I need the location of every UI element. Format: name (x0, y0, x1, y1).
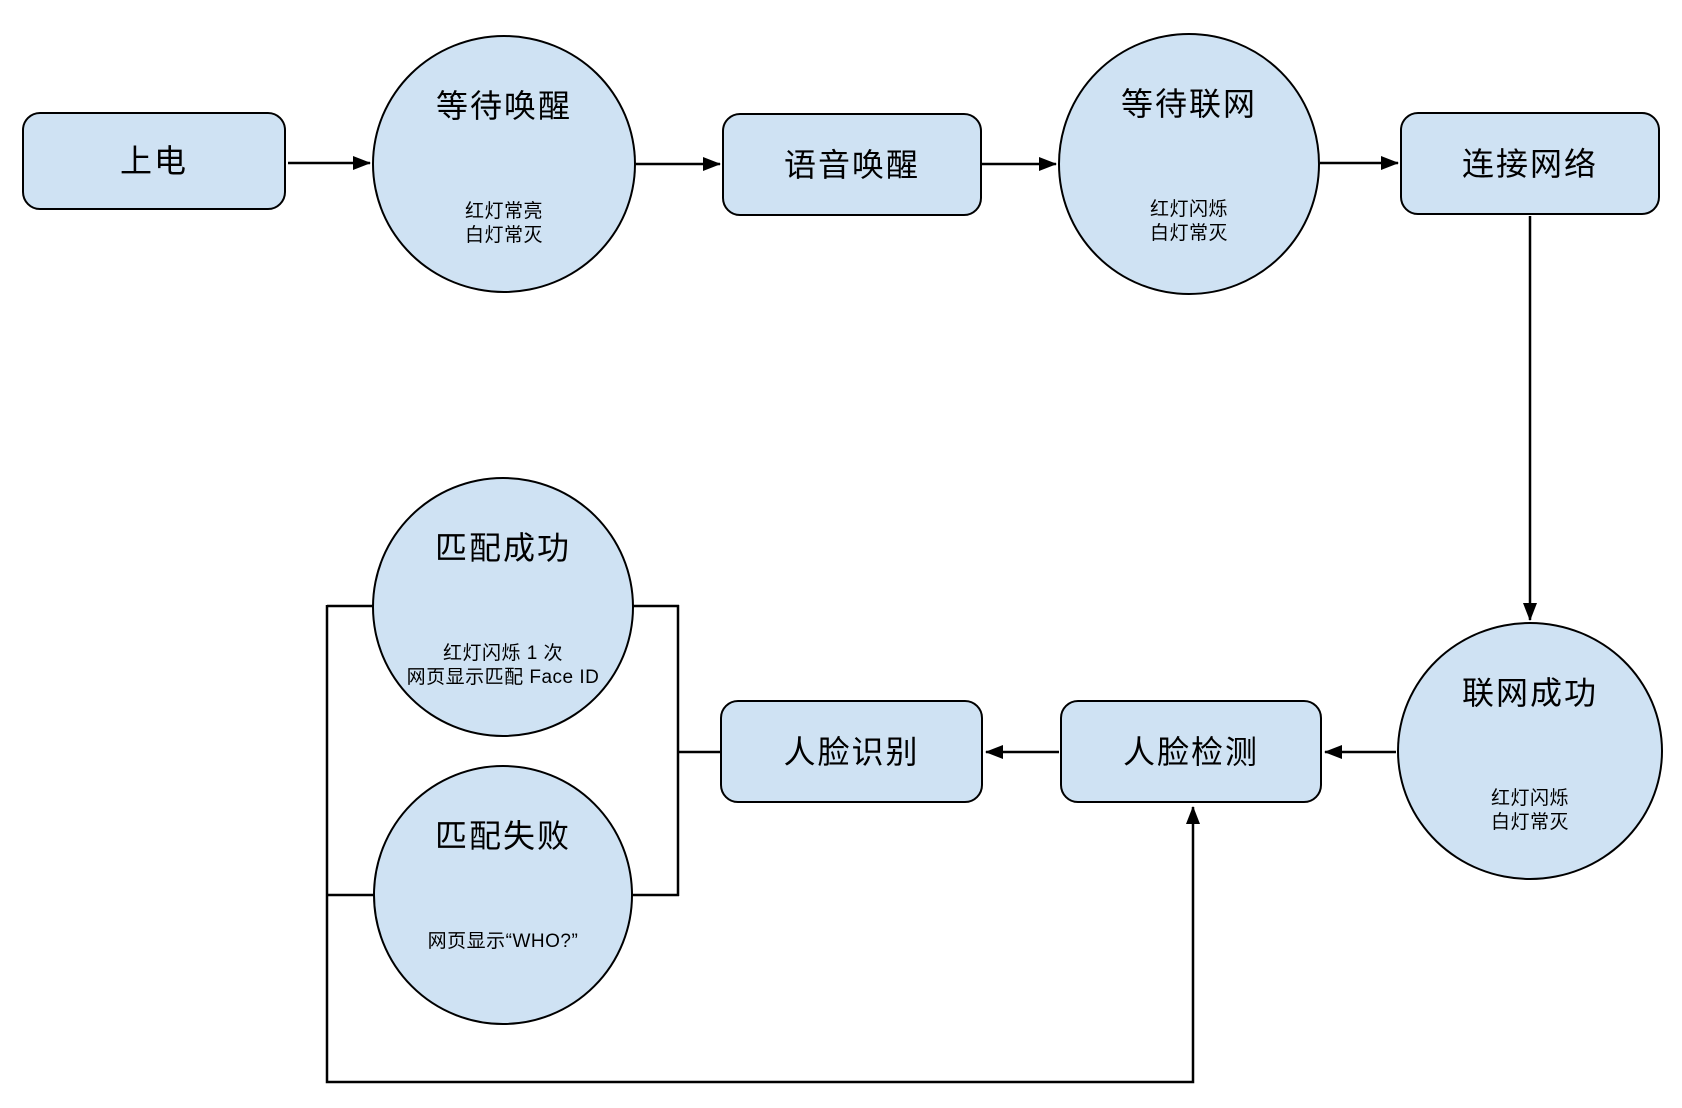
node-face-recognize: 人脸识别 (720, 700, 983, 803)
node-wait-network: 等待联网 红灯闪烁 白灯常灭 (1058, 33, 1320, 295)
node-match-success: 匹配成功 红灯闪烁 1 次 网页显示匹配 Face ID (372, 477, 634, 737)
node-power-on: 上电 (22, 112, 286, 210)
node-face-recognize-label: 人脸识别 (783, 733, 920, 770)
node-wait-wake: 等待唤醒 红灯常亮 白灯常灭 (372, 35, 636, 293)
node-wait-wake-sublabel: 红灯常亮 白灯常灭 (464, 201, 543, 246)
node-connect-network-label: 连接网络 (1461, 145, 1598, 182)
node-wait-network-sublabel: 红灯闪烁 白灯常灭 (1149, 199, 1228, 244)
node-face-detect-label: 人脸检测 (1122, 733, 1259, 770)
node-match-fail-sublabel: 网页显示“WHO?” (427, 931, 579, 952)
node-match-fail-label: 匹配失败 (434, 818, 571, 854)
node-network-success-label: 联网成功 (1461, 675, 1598, 711)
node-face-detect: 人脸检测 (1060, 700, 1322, 803)
edge-loop-to-face-detect (325, 605, 1200, 1084)
node-power-on-label: 上电 (119, 143, 188, 179)
node-wait-wake-label: 等待唤醒 (435, 88, 572, 124)
node-connect-network: 连接网络 (1400, 112, 1660, 215)
node-network-success-sublabel: 红灯闪烁 白灯常灭 (1490, 788, 1569, 833)
node-wait-network-label: 等待联网 (1120, 86, 1257, 122)
node-voice-wake-label: 语音唤醒 (783, 146, 920, 183)
node-match-success-sublabel: 红灯闪烁 1 次 网页显示匹配 Face ID (406, 643, 600, 688)
node-match-success-label: 匹配成功 (434, 530, 571, 566)
node-network-success: 联网成功 红灯闪烁 白灯常灭 (1397, 622, 1663, 880)
node-match-fail: 匹配失败 网页显示“WHO?” (373, 765, 633, 1025)
node-voice-wake: 语音唤醒 (722, 113, 982, 216)
